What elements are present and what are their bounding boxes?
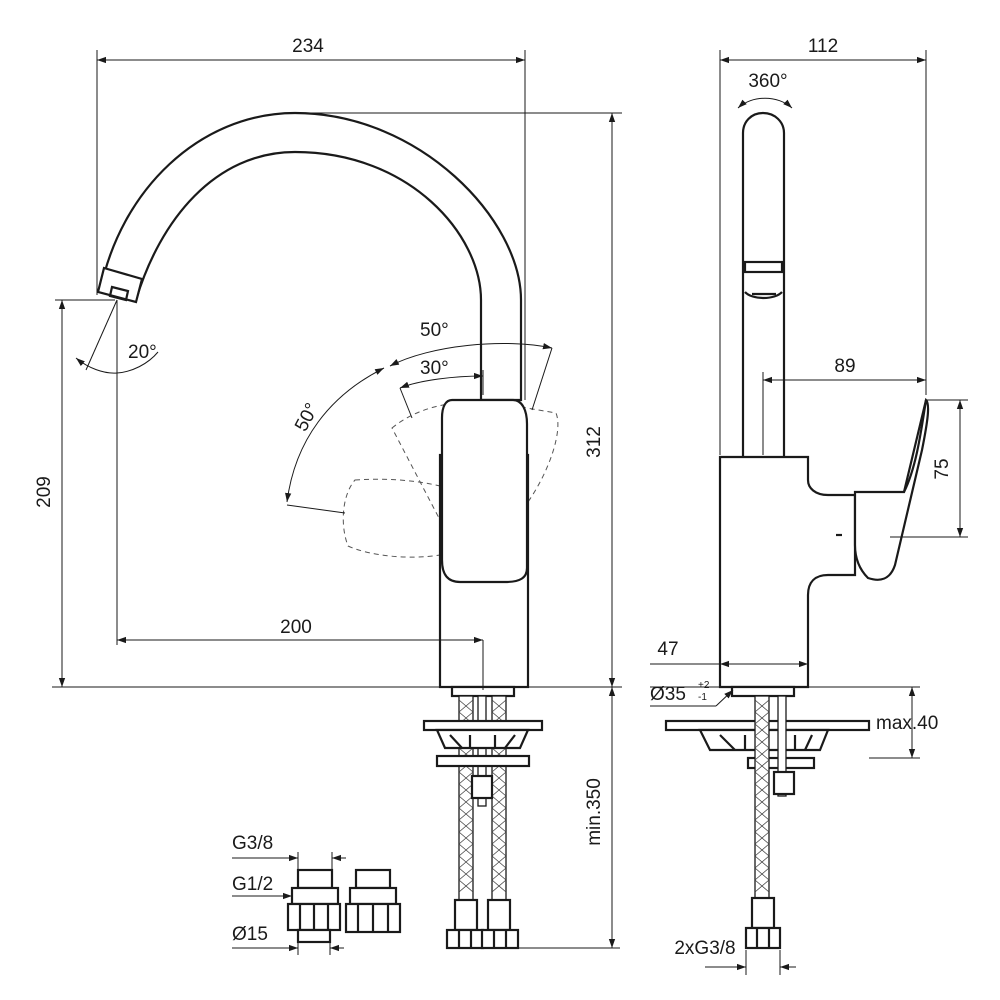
dim-89: 89 — [834, 356, 855, 377]
dim-234: 234 — [292, 36, 324, 57]
dim-50deg-upper: 50° — [420, 320, 449, 341]
lever-ghost-right — [391, 401, 559, 521]
dim-200: 200 — [280, 617, 312, 638]
dim-75: 75 — [932, 458, 953, 479]
dim-112: 112 — [808, 36, 838, 57]
side-view — [664, 111, 930, 950]
dim-209: 209 — [34, 476, 55, 508]
dim-47: 47 — [657, 639, 678, 660]
dim-20deg: 20° — [128, 342, 157, 363]
spout — [98, 111, 523, 402]
dim-diameter-35: Ø35 — [650, 684, 686, 705]
side-spout — [741, 111, 786, 457]
dim-diameter-15: Ø15 — [232, 924, 268, 945]
side-body — [718, 455, 857, 689]
pipe-fittings — [286, 868, 402, 944]
dim-2xg38: 2xG3/8 — [674, 938, 735, 959]
dim-360deg: 360° — [748, 71, 787, 92]
dim-tolerance-minus: -1 — [698, 692, 707, 703]
dimensions: 234 312 209 200 20° 50° 30° 50° — [34, 36, 968, 975]
mounting-plate — [422, 719, 544, 732]
lever — [440, 398, 529, 584]
dim-tolerance-plus: +2 — [698, 680, 710, 691]
dim-g12: G1/2 — [232, 874, 273, 895]
dim-min-350: min.350 — [584, 778, 605, 846]
dim-50deg-left: 50° — [291, 400, 323, 435]
dim-max-40: max.40 — [876, 713, 938, 734]
front-view — [96, 111, 559, 950]
lever-ghost-left — [342, 478, 441, 558]
dim-30deg: 30° — [420, 358, 449, 379]
dim-g38: G3/8 — [232, 833, 273, 854]
side-lever — [853, 397, 930, 581]
aerator — [96, 266, 144, 304]
dim-312: 312 — [584, 426, 605, 458]
